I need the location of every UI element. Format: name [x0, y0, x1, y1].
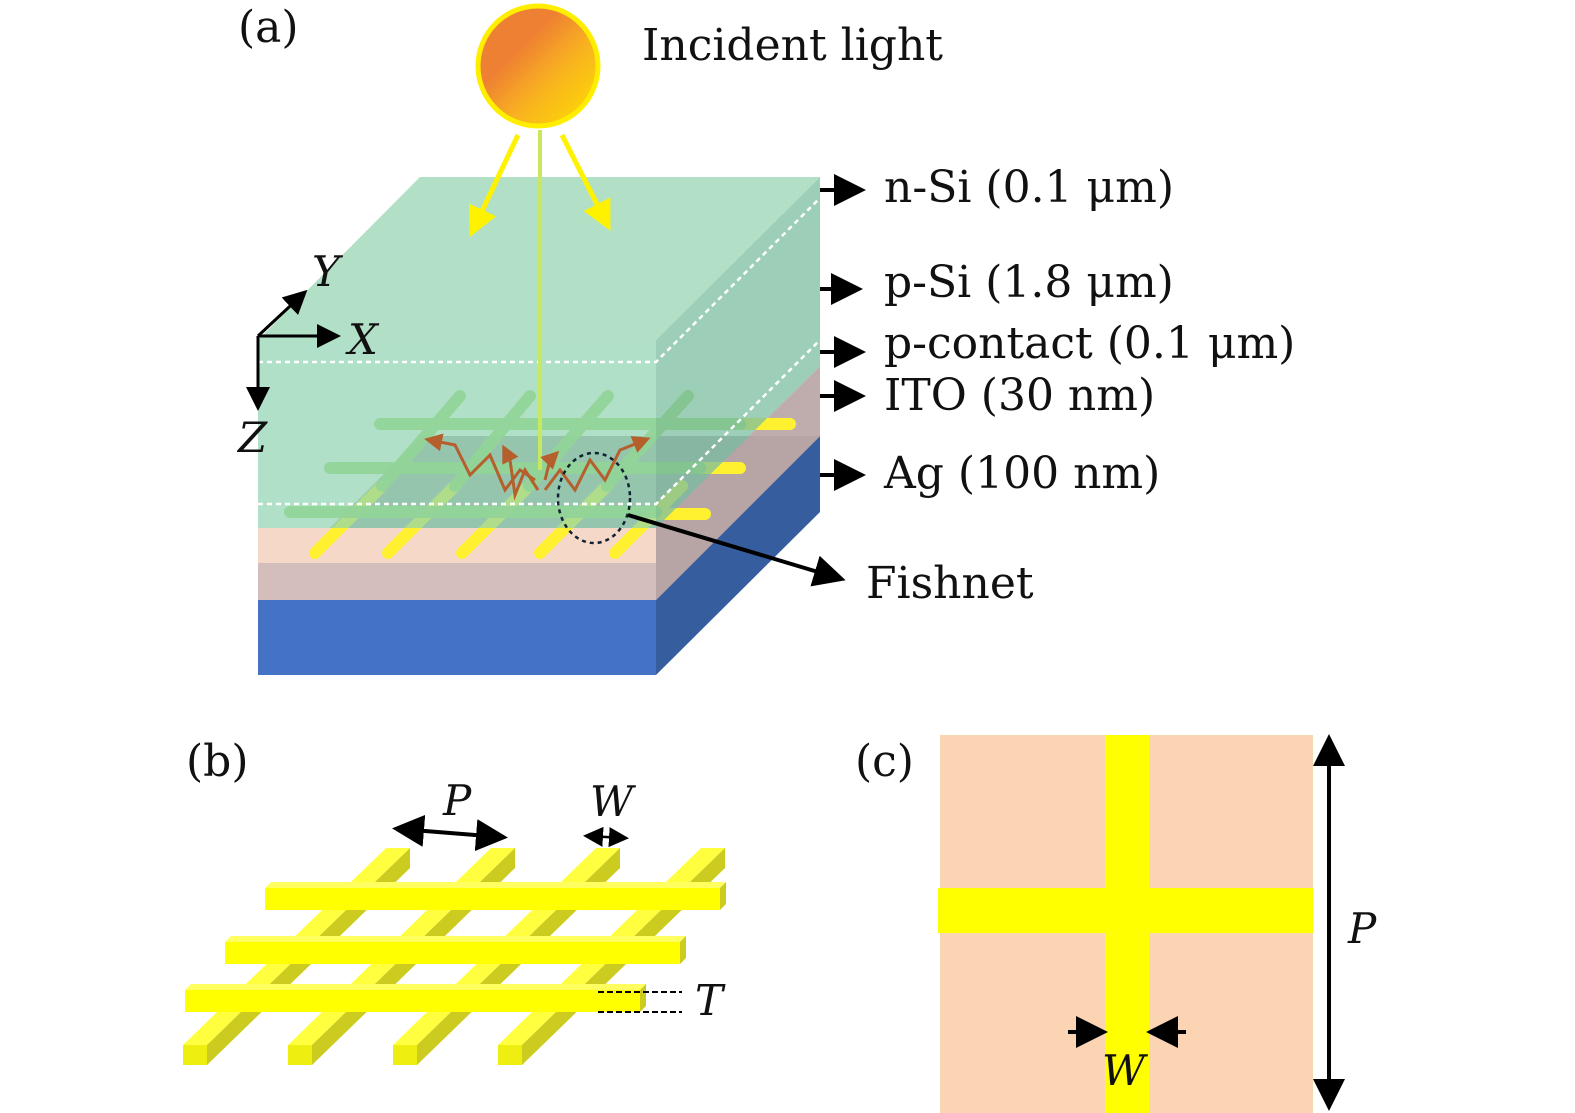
fishnet-3d — [183, 848, 726, 1065]
width-arrow — [583, 826, 629, 848]
fishnet-horizontal-bar-top — [265, 882, 726, 888]
axis-y-label: Y — [312, 247, 344, 296]
fishnet-horizontal-bar-end — [680, 936, 686, 964]
layer-label-n-si: n-Si (0.1 μm) — [884, 162, 1174, 213]
fishnet-diagonal-bar-end — [288, 1045, 312, 1065]
fishnet-pointer-arrow — [627, 513, 846, 587]
axis-z-label: Z — [236, 413, 268, 462]
fishnet-highlight-circle — [556, 451, 632, 545]
period-label-b: P — [442, 776, 472, 825]
sun-icon — [475, 3, 601, 129]
scattered-light — [424, 433, 651, 501]
fishnet-label: Fishnet — [866, 558, 1034, 609]
panel-c: (c) P W — [855, 734, 1377, 1113]
fishnet-diagonal-bar-end — [498, 1045, 522, 1065]
panel-c-label: (c) — [855, 736, 914, 787]
panel-a: (a) Incident light — [236, 2, 1295, 675]
fishnet-horizontal-bar-front — [185, 990, 640, 1012]
width-label-b: W — [590, 777, 637, 826]
light-rays — [468, 130, 611, 470]
fishnet-horizontal-bar-top — [225, 936, 686, 942]
fishnet-diagonal-bar-end — [393, 1045, 417, 1065]
fishnet-diagonal-bar-end — [183, 1045, 207, 1065]
fishnet-horizontal-bar-top — [185, 984, 646, 990]
fishnet-horizontal-bar-end — [720, 882, 726, 910]
thickness-guides — [598, 991, 682, 1013]
fishnet-horizontal-bar-front — [225, 942, 680, 964]
axis-x-label: X — [345, 315, 380, 364]
width-label-c: W — [1102, 1046, 1149, 1095]
horizontal-strip — [938, 888, 1313, 933]
period-label-c: P — [1347, 904, 1377, 953]
fishnet-horizontal-bar-front — [265, 888, 720, 910]
panel-b-label: (b) — [186, 736, 249, 787]
period-arrow — [392, 814, 508, 852]
panel-a-label: (a) — [238, 2, 299, 53]
layer-label-ito: ITO (30 nm) — [884, 370, 1155, 421]
layer-label-p-si: p-Si (1.8 μm) — [884, 257, 1174, 308]
incident-light-label: Incident light — [642, 20, 943, 71]
panel-b: (b) P W T — [183, 736, 726, 1065]
coordinate-axes — [246, 289, 341, 411]
layer-label-p-contact: p-contact (0.1 μm) — [884, 318, 1295, 369]
layer-labels: n-Si (0.1 μm) p-Si (1.8 μm) p-contact (0… — [820, 162, 1295, 499]
thickness-label: T — [695, 976, 726, 1025]
layer-label-ag: Ag (100 nm) — [883, 448, 1160, 499]
